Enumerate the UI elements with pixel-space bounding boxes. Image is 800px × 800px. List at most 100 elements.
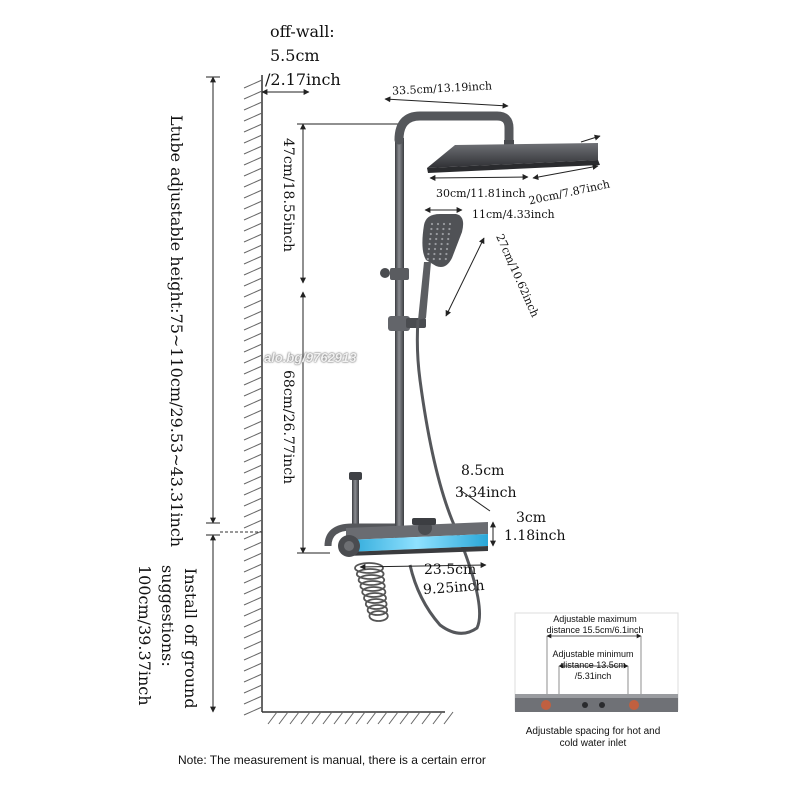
head-depth-dimension (532, 164, 599, 180)
coil-loop (366, 604, 389, 616)
floor-hatch-line (377, 711, 388, 725)
offwall-label-1: off-wall: (270, 22, 335, 41)
nozzle-dot (432, 257, 435, 261)
wall-hatch-line (243, 145, 263, 155)
floor-hatch-line (443, 711, 454, 725)
wall-hatch-line (243, 431, 263, 441)
wall-hatch-line (243, 222, 263, 232)
nozzle-dot (429, 237, 432, 241)
inset-caption-line-1: Adjustable spacing for hot and (525, 726, 661, 737)
nozzle-dot (438, 257, 441, 261)
wall-hatch-line (243, 365, 263, 375)
wall-hatch-line (243, 101, 263, 111)
floor (262, 711, 454, 725)
install-dimension (206, 534, 220, 713)
floor-hatch-line (432, 711, 443, 725)
wall-hatch-line (243, 640, 263, 650)
coil-loop (363, 592, 387, 604)
shelf-width-dimension (359, 562, 487, 570)
wall-hatch-line (243, 464, 263, 474)
wall-hatch-line (243, 530, 263, 540)
wall-hatch-line (243, 673, 263, 683)
wall-hatch-line (243, 233, 263, 243)
floor-hatch-line (366, 711, 377, 725)
wall-hatch-line (243, 552, 263, 562)
wall-hatch-line (243, 299, 263, 309)
floor-hatch-line (355, 711, 366, 725)
nozzle-dot (433, 252, 436, 256)
shelf-height-label-2: 1.18inch (504, 528, 566, 544)
floor-hatch-line (300, 711, 311, 725)
handheld-width-label: 11cm/4.33inch (472, 208, 555, 221)
wall-hatch-line (243, 189, 263, 199)
wall-hatch-line (243, 409, 263, 419)
wall-hatch-line (243, 277, 263, 287)
nozzle-dot (439, 247, 443, 251)
shelf-mixer (338, 518, 488, 557)
upper-rail-label: 47cm/18.55inch (280, 138, 296, 253)
head-width-label: 30cm/11.81inch (436, 187, 526, 200)
nozzle-dot (426, 257, 429, 261)
wall-hatch-line (243, 420, 263, 430)
nozzle-dot (442, 222, 446, 226)
floor-hatch-line (421, 711, 432, 725)
floor-hatch-line (388, 711, 399, 725)
wall-hatch-line (243, 354, 263, 364)
nozzle-dot (445, 247, 449, 251)
coil-loop (364, 598, 388, 610)
wall-hatch-line (243, 376, 263, 386)
nozzle-dot (440, 242, 443, 246)
inset-max-line-2: distance 15.5cm/6.1inch (546, 625, 644, 635)
floor-hatch-line (344, 711, 355, 725)
nozzle-dot (429, 232, 432, 236)
wall-hatch-line (243, 453, 263, 463)
offwall-label-3: /2.17inch (265, 70, 341, 89)
shelf-depth-label-1: 8.5cm (461, 463, 505, 479)
wall-hatch-line (243, 387, 263, 397)
shelf-depth-dimension (459, 489, 491, 512)
wall-hatch-line (243, 211, 263, 221)
nozzle-dot (436, 227, 439, 231)
floor-hatch-line (311, 711, 322, 725)
ltube-dimension (206, 76, 220, 524)
wall-hatch-line (243, 442, 263, 452)
nozzle-dot (430, 222, 434, 226)
wall-hatch-line (243, 497, 263, 507)
nozzle-dot (448, 227, 451, 231)
coil-loop (357, 574, 386, 586)
arm-width-dimension (384, 96, 509, 109)
handheld-shower (418, 214, 464, 320)
riser-pipe (380, 111, 514, 538)
measurement-note: Note: The measurement is manual, there i… (178, 753, 486, 767)
wall-hatch-line (243, 508, 263, 518)
wall-hatch-line (243, 134, 263, 144)
wall-hatch-line (243, 519, 263, 529)
inlet-inset (514, 612, 679, 712)
wall-hatch-line (243, 343, 263, 353)
floor-hatch-line (278, 711, 289, 725)
nozzle-dot (444, 257, 447, 261)
wall-hatch-line (243, 332, 263, 342)
inset-caption-line-2: cold water inlet (559, 738, 627, 749)
nozzle-dot (435, 237, 438, 241)
nozzle-dot (436, 222, 440, 226)
shelf-height-label-1: 3cm (516, 510, 547, 526)
head-width-dimension (429, 174, 529, 181)
install-label-2: suggestions: (158, 565, 177, 667)
floor-hatch-line (399, 711, 410, 725)
shelf-depth-label-2: 3.34inch (455, 485, 517, 501)
wall-hatch-line (243, 596, 263, 606)
wall-hatch-line (243, 662, 263, 672)
wall-hatch-line (243, 486, 263, 496)
nozzle-dot (448, 222, 452, 226)
wall-hatch-line (243, 541, 263, 551)
handheld-length-dimension (445, 237, 485, 317)
inset-min-label: Adjustable minimum distance 13.5cm /5.31… (548, 649, 638, 682)
install-label-1: Install off ground (181, 568, 200, 709)
wall-hatch-line (243, 167, 263, 177)
nozzle-dot (435, 232, 438, 236)
nozzle-dot (447, 237, 450, 241)
inset-min-line-3: /5.31inch (574, 671, 612, 681)
inset-min-line-1: Adjustable minimum (552, 649, 634, 659)
nozzle-dot (445, 252, 448, 256)
